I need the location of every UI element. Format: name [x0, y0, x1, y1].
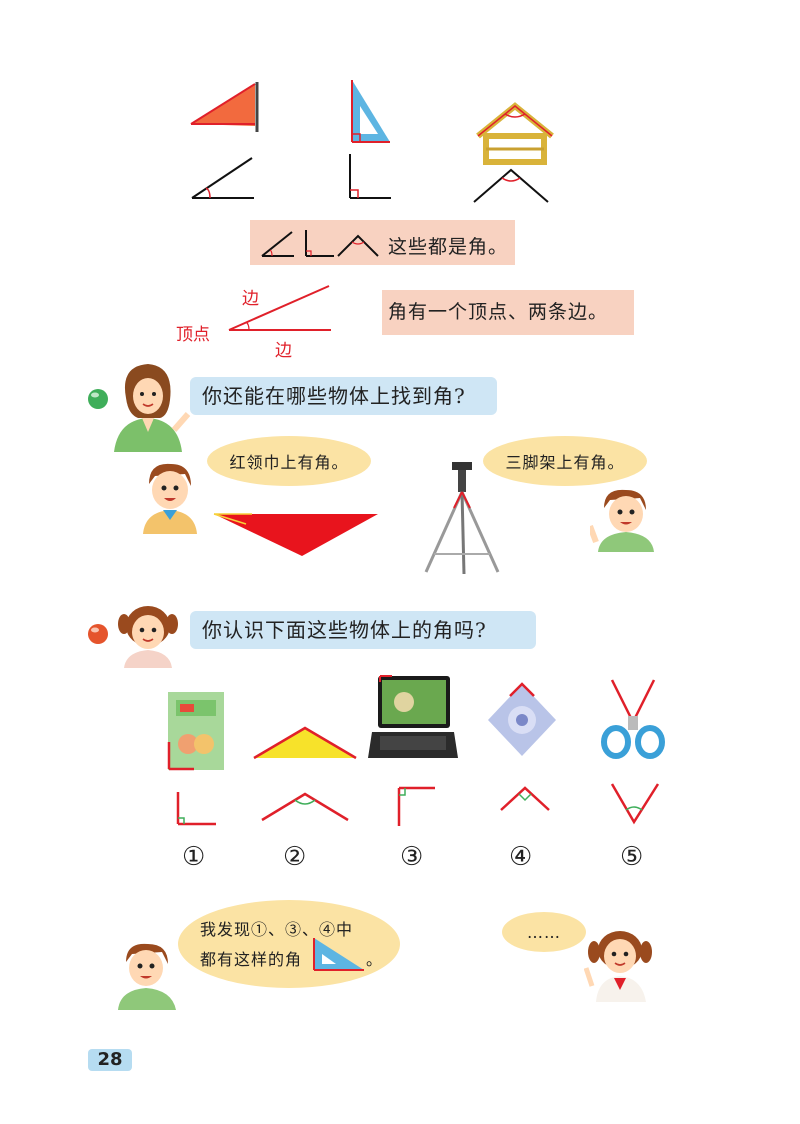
tripod-illustration — [424, 462, 500, 575]
angle-right-diagram — [349, 154, 391, 199]
red-scarf-illustration — [213, 513, 378, 556]
question2-bubble: 你认识下面这些物体上的角吗? — [190, 611, 536, 649]
summary-box — [250, 220, 515, 265]
angle-4-diagram — [500, 786, 550, 811]
girl-avatar — [118, 606, 178, 668]
definition-box: 角有一个顶点、两条边。 — [382, 290, 634, 335]
number-1: ① — [182, 842, 206, 872]
angle-3-diagram — [397, 786, 435, 826]
scissors-illustration — [601, 679, 665, 759]
summary-angles-icons — [261, 230, 379, 257]
angle-acute-diagram — [191, 157, 254, 199]
question1-bubble: 你还能在哪些物体上找到角? — [190, 377, 497, 415]
boy-avatar-left — [143, 463, 197, 534]
boy-avatar-bottom — [118, 943, 176, 1010]
speech-bubble-boy — [178, 900, 400, 988]
boy-speech-end: 。 — [366, 950, 383, 969]
angle-obtuse-diagram — [473, 168, 549, 203]
speech-bubble-right: 三脚架上有角。 — [483, 436, 647, 486]
page-number: 28 — [88, 1049, 132, 1071]
set-square-icon — [313, 938, 364, 971]
summary-text: 这些都是角。 — [388, 236, 509, 258]
angle-definition-diagram — [228, 285, 331, 331]
handkerchief-illustration — [488, 682, 556, 756]
yellow-triangle-illustration — [253, 726, 357, 760]
teacher-avatar — [114, 364, 191, 452]
girl-avatar-bottom — [584, 931, 652, 1002]
green-bullet-icon — [88, 389, 108, 409]
boy-avatar-right — [590, 489, 654, 552]
textbook-illustration — [167, 692, 224, 771]
boy-speech-line2: 都有这样的角 — [200, 950, 303, 969]
label-edge-top: 边 — [242, 289, 259, 309]
angle-5-diagram — [610, 783, 660, 825]
angle-1-diagram — [176, 792, 216, 826]
set-square-illustration — [351, 80, 390, 143]
number-3: ③ — [400, 842, 424, 872]
boy-speech-line1: 我发现①、③、④中 — [200, 920, 354, 939]
number-4: ④ — [509, 842, 533, 872]
speech-bubble-left: 红领巾上有角。 — [207, 436, 371, 486]
label-edge-bottom: 边 — [275, 341, 292, 361]
flag-illustration — [190, 82, 259, 132]
label-vertex: 顶点 — [176, 325, 210, 345]
speech-bubble-girl: …… — [502, 912, 586, 952]
number-5: ⑤ — [620, 842, 644, 872]
red-bullet-icon — [88, 624, 108, 644]
house-frame-illustration — [476, 102, 554, 165]
angle-2-diagram — [261, 792, 349, 822]
laptop-illustration — [368, 675, 458, 758]
number-2: ② — [283, 842, 307, 872]
